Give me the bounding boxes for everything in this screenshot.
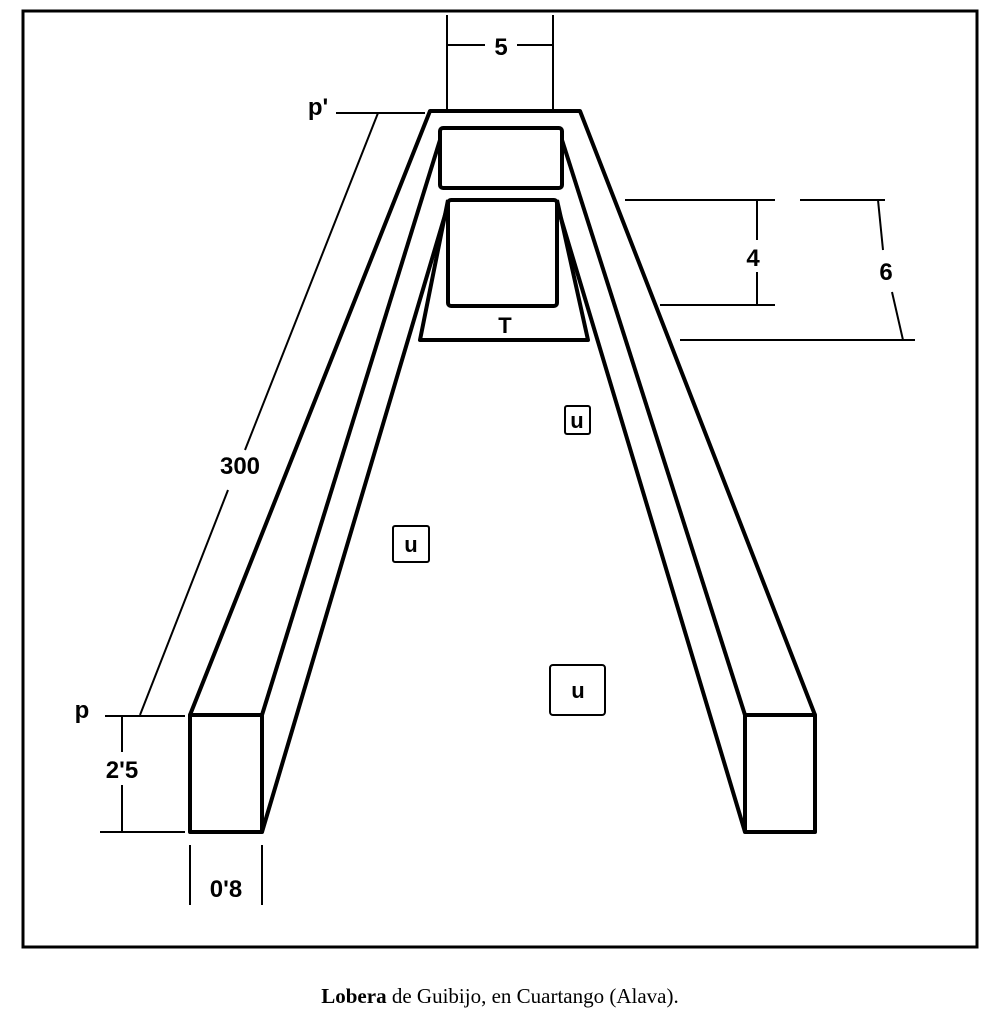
label-p-prime: p' bbox=[308, 94, 328, 121]
label-u: u bbox=[571, 678, 584, 703]
structure bbox=[188, 109, 817, 834]
label-outer-depth: 6 bbox=[879, 259, 892, 286]
frame bbox=[21, 9, 979, 949]
label-u: u bbox=[570, 408, 583, 433]
label-inner-depth: 4 bbox=[746, 245, 760, 272]
label-height: 2'5 bbox=[106, 757, 138, 784]
label-top-width: 5 bbox=[494, 34, 507, 61]
outer-outline bbox=[188, 109, 817, 716]
left-arm-end bbox=[188, 713, 264, 834]
label-p: p bbox=[75, 697, 90, 724]
upper-chamber bbox=[438, 126, 564, 190]
dimensions bbox=[100, 15, 915, 905]
label-length: 300 bbox=[220, 453, 260, 480]
label-u: u bbox=[404, 532, 417, 557]
trap-chamber bbox=[446, 198, 559, 308]
right-arm-end bbox=[743, 713, 817, 834]
caption-rest: de Guibijo, en Cuartango (Alava). bbox=[386, 984, 679, 1008]
label-trap: T bbox=[498, 313, 512, 338]
label-thickness: 0'8 bbox=[210, 876, 242, 903]
caption-title: Lobera bbox=[321, 984, 387, 1008]
u-markers bbox=[392, 405, 606, 716]
figure-caption: Lobera de Guibijo, en Cuartango (Alava). bbox=[0, 984, 1000, 1009]
